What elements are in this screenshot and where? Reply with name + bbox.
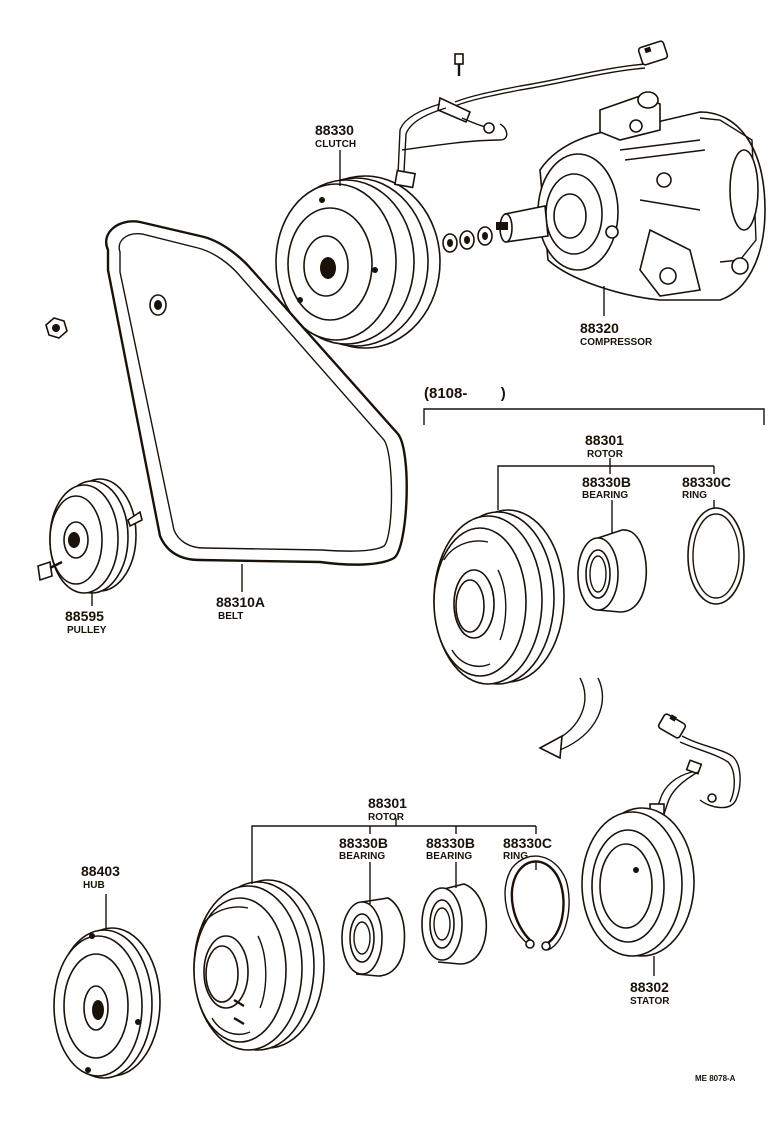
wire-harness <box>397 40 669 179</box>
belt-number: 88310A <box>216 594 265 610</box>
stator-number: 88302 <box>630 979 669 995</box>
pulley-name: PULLEY <box>67 625 107 636</box>
upper-ring <box>687 507 745 605</box>
compressor <box>496 91 766 301</box>
lower-rotor-leaders <box>251 818 537 904</box>
hub-number: 88403 <box>81 863 120 879</box>
compressor-name: COMPRESSOR <box>580 337 653 348</box>
lower-bearing-2-name: BEARING <box>426 851 472 862</box>
lower-ring <box>504 855 570 951</box>
part-labels: 88330 CLUTCH 88320 COMPRESSOR 88595 PULL… <box>65 122 736 1083</box>
drawing-code: ME 8078-A <box>695 1074 736 1083</box>
clutch-assembly <box>275 169 441 349</box>
upper-rotor-leaders <box>497 458 715 534</box>
stator <box>581 807 695 976</box>
compressor-number: 88320 <box>580 320 619 336</box>
date-range-bracket: (8108- ) <box>423 385 765 425</box>
upper-bearing-name: BEARING <box>582 490 628 501</box>
date-range-label: (8108- ) <box>424 385 506 402</box>
lower-ring-name: RING <box>503 851 528 862</box>
upper-rotor-number: 88301 <box>585 432 624 448</box>
lower-rotor-number: 88301 <box>368 795 407 811</box>
belt-name: BELT <box>218 611 243 622</box>
upper-bearing-number: 88330B <box>582 474 631 490</box>
clutch-number: 88330 <box>315 122 354 138</box>
direction-arrow <box>538 677 604 760</box>
lower-bearing-1 <box>341 897 406 977</box>
idler-pulley <box>37 478 143 594</box>
upper-rotor-name: ROTOR <box>587 449 624 460</box>
lower-bearing-1-number: 88330B <box>339 835 388 851</box>
lower-rotor <box>193 879 325 1051</box>
pulley-number: 88595 <box>65 608 104 624</box>
upper-ring-name: RING <box>682 490 707 501</box>
lower-rotor-name: ROTOR <box>368 812 405 823</box>
lower-bearing-2 <box>421 883 488 965</box>
hub <box>53 894 161 1079</box>
clutch-name: CLUTCH <box>315 139 356 150</box>
nut <box>45 317 68 339</box>
leader-lines <box>91 150 605 606</box>
stator-wire <box>649 713 741 819</box>
stator-name: STATOR <box>630 996 670 1007</box>
lower-ring-number: 88330C <box>503 835 552 851</box>
hub-name: HUB <box>83 880 105 891</box>
washer-set <box>442 226 493 253</box>
belt <box>105 220 408 566</box>
upper-bearing <box>577 529 648 613</box>
lower-bearing-1-name: BEARING <box>339 851 385 862</box>
upper-ring-number: 88330C <box>682 474 731 490</box>
upper-rotor <box>433 509 565 685</box>
lower-bearing-2-number: 88330B <box>426 835 475 851</box>
